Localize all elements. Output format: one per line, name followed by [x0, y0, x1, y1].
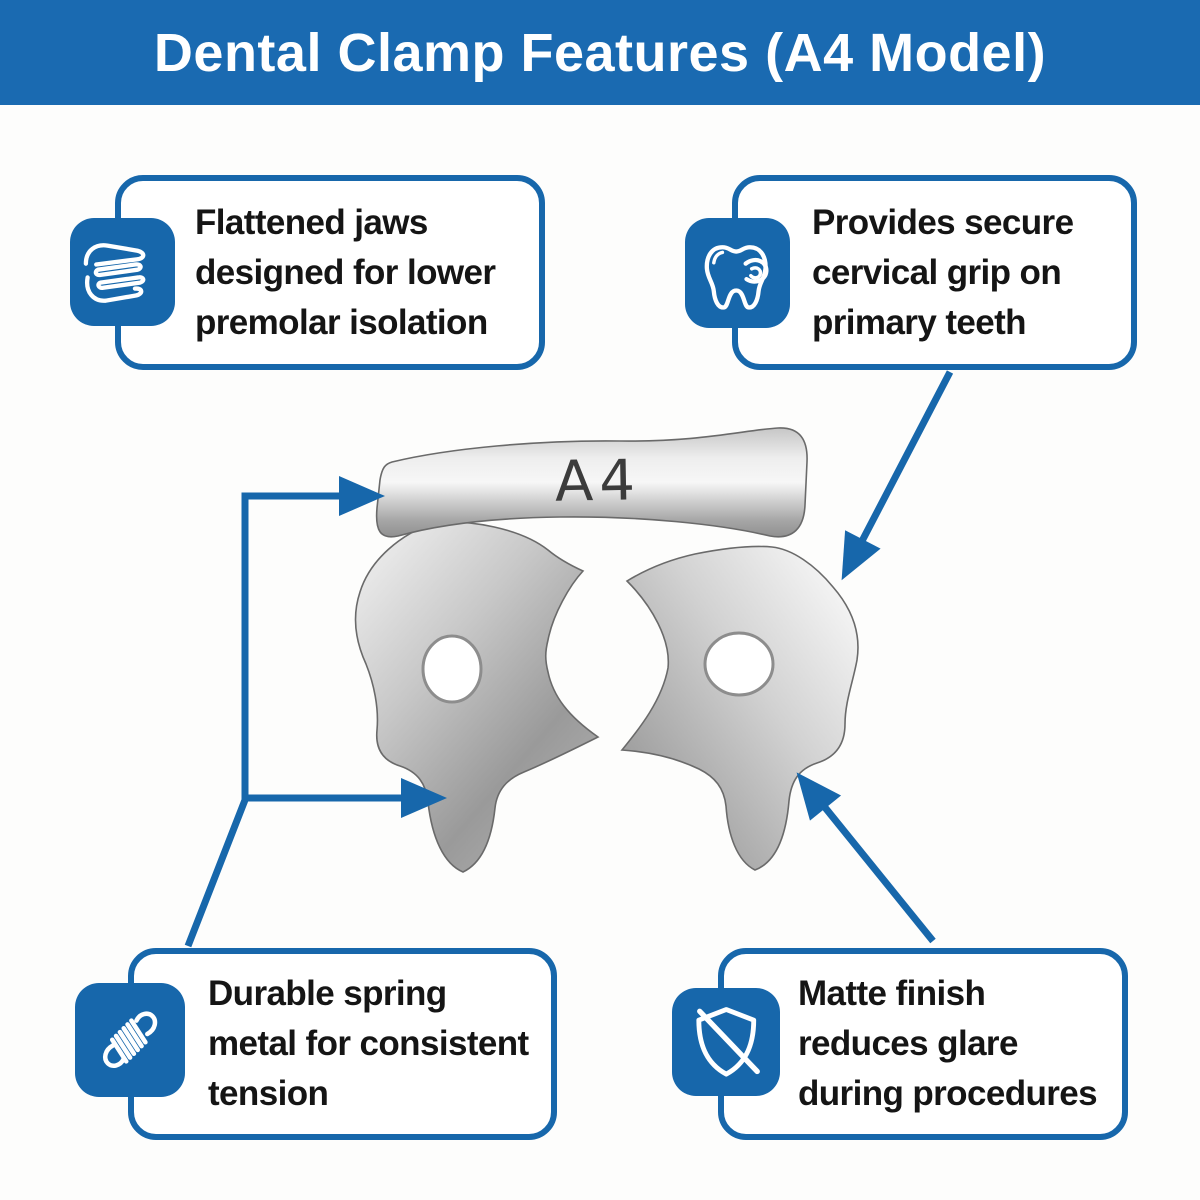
header-banner: Dental Clamp Features (A4 Model)	[0, 0, 1200, 105]
feature-text-line: Flattened jaws	[195, 202, 428, 242]
feature-text: Matte finish reduces glare during proced…	[724, 969, 1107, 1119]
feature-text-line: Durable spring	[208, 974, 447, 1013]
feature-card-cervical-grip: Provides secure cervical grip on primary…	[685, 175, 1137, 370]
feature-icon-badge	[70, 218, 175, 326]
feature-card-matte-finish: Matte finish reduces glare during proced…	[672, 948, 1128, 1140]
feature-icon-badge	[685, 218, 790, 328]
jaws-icon	[84, 242, 146, 303]
clamp-image: A4	[354, 427, 859, 873]
feature-text-line: during procedures	[798, 1074, 1098, 1113]
clamp-engraving: A4	[554, 448, 641, 514]
connector-arrows	[184, 370, 954, 948]
feature-text-line: cervical grip on	[812, 252, 1062, 292]
clamp-right-jaw	[620, 545, 859, 871]
feature-text-line: primary teeth	[812, 302, 1027, 342]
shield-slash-icon	[696, 1006, 760, 1077]
clamp-bow	[375, 427, 808, 538]
feature-text-line: premolar isolation	[195, 302, 488, 342]
page-title: Dental Clamp Features (A4 Model)	[153, 22, 1047, 83]
clamp-right-hole	[703, 631, 775, 697]
feature-text-line: reduces glare	[798, 1024, 1018, 1063]
feature-icon-badge	[75, 983, 185, 1097]
connector-arrow-top-right	[841, 370, 954, 581]
clamp-left-jaw	[354, 520, 600, 873]
feature-text-line: metal for consistent	[208, 1024, 529, 1063]
tooth-icon	[705, 245, 769, 310]
connector-arrow-bottom-right	[796, 772, 936, 944]
feature-icon-badge	[672, 988, 780, 1096]
feature-text-line: designed for lower	[195, 252, 496, 292]
feature-text-line: tension	[208, 1074, 329, 1113]
spring-icon	[102, 1011, 158, 1069]
connector-arrow-top-left	[184, 476, 385, 948]
feature-text-line: Matte finish	[798, 974, 986, 1013]
clamp-left-hole	[421, 634, 483, 704]
feature-text: Flattened jaws designed for lower premol…	[121, 198, 505, 348]
feature-text-line: Provides secure	[812, 202, 1074, 242]
feature-text: Durable spring metal for consistent tens…	[134, 969, 539, 1119]
feature-card-spring-metal: Durable spring metal for consistent tens…	[75, 948, 557, 1140]
feature-text: Provides secure cervical grip on primary…	[738, 198, 1083, 348]
feature-card-flattened-jaws: Flattened jaws designed for lower premol…	[70, 175, 545, 370]
